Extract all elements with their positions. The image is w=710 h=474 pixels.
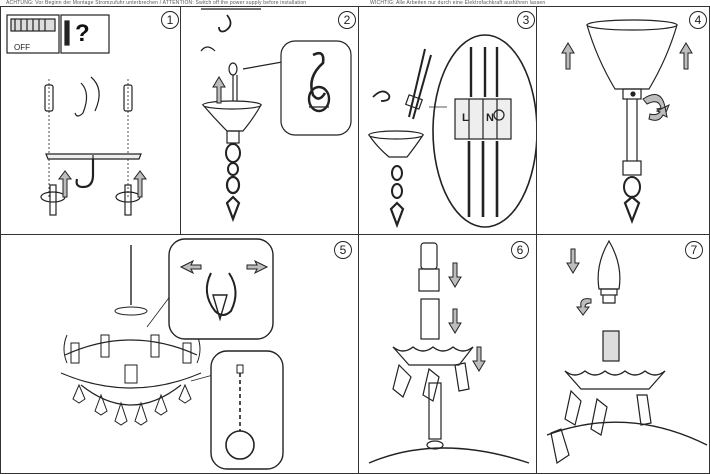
step-number: 7: [685, 241, 703, 259]
step-7-illustration: [546, 239, 708, 464]
question-icon: ?: [75, 20, 90, 47]
step-2-panel: 2: [180, 6, 359, 235]
step-5-panel: 5: [0, 234, 359, 474]
step-3-illustration: [367, 34, 536, 229]
step-2-illustration: [200, 8, 352, 223]
step-3-panel: L N 3: [358, 6, 537, 235]
step-1-illustration: [6, 14, 147, 216]
header-warning-right: WICHTIG: Alle Arbeiten nur durch eine El…: [370, 0, 546, 6]
step-number: 5: [334, 241, 352, 259]
step-6-panel: 6: [358, 234, 537, 474]
step-number: 2: [338, 11, 356, 29]
step-1-panel: OFF ? 1: [0, 6, 181, 235]
step-number: 1: [161, 11, 179, 29]
step-4-illustration: [561, 19, 693, 225]
header-warning-left: ACHTUNG: Vor Beginn der Montage Stromzuf…: [6, 0, 307, 6]
step-number: 4: [689, 11, 707, 29]
power-off-label: OFF: [14, 43, 30, 52]
step-number: 6: [511, 241, 529, 259]
step-number: 3: [517, 11, 535, 29]
step-7-panel: 7: [536, 234, 710, 474]
step-4-panel: 4: [536, 6, 710, 235]
step-5-illustration: [60, 238, 284, 470]
step-6-illustration: [368, 242, 530, 464]
